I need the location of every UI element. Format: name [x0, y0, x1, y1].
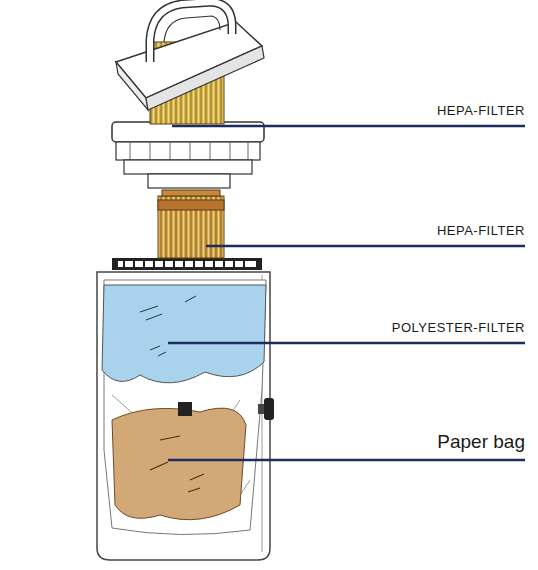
leader-line	[206, 245, 525, 248]
grid-ring	[112, 258, 262, 270]
part-label: HEPA-FILTER	[437, 224, 525, 239]
clip	[178, 402, 192, 416]
leader-line	[168, 459, 525, 462]
lid-handle	[116, 2, 264, 110]
part-label: Paper bag	[437, 431, 525, 453]
part-label: HEPA-FILTER	[437, 104, 525, 119]
housing	[112, 122, 264, 188]
container	[97, 272, 270, 560]
lower-hepa-filter	[158, 190, 224, 258]
part-label: POLYESTER-FILTER	[392, 321, 525, 336]
polyester-filter	[102, 285, 266, 383]
leader-lines	[168, 126, 525, 460]
leader-line	[172, 125, 525, 128]
paper-bag	[112, 408, 246, 520]
leader-line	[168, 342, 525, 345]
